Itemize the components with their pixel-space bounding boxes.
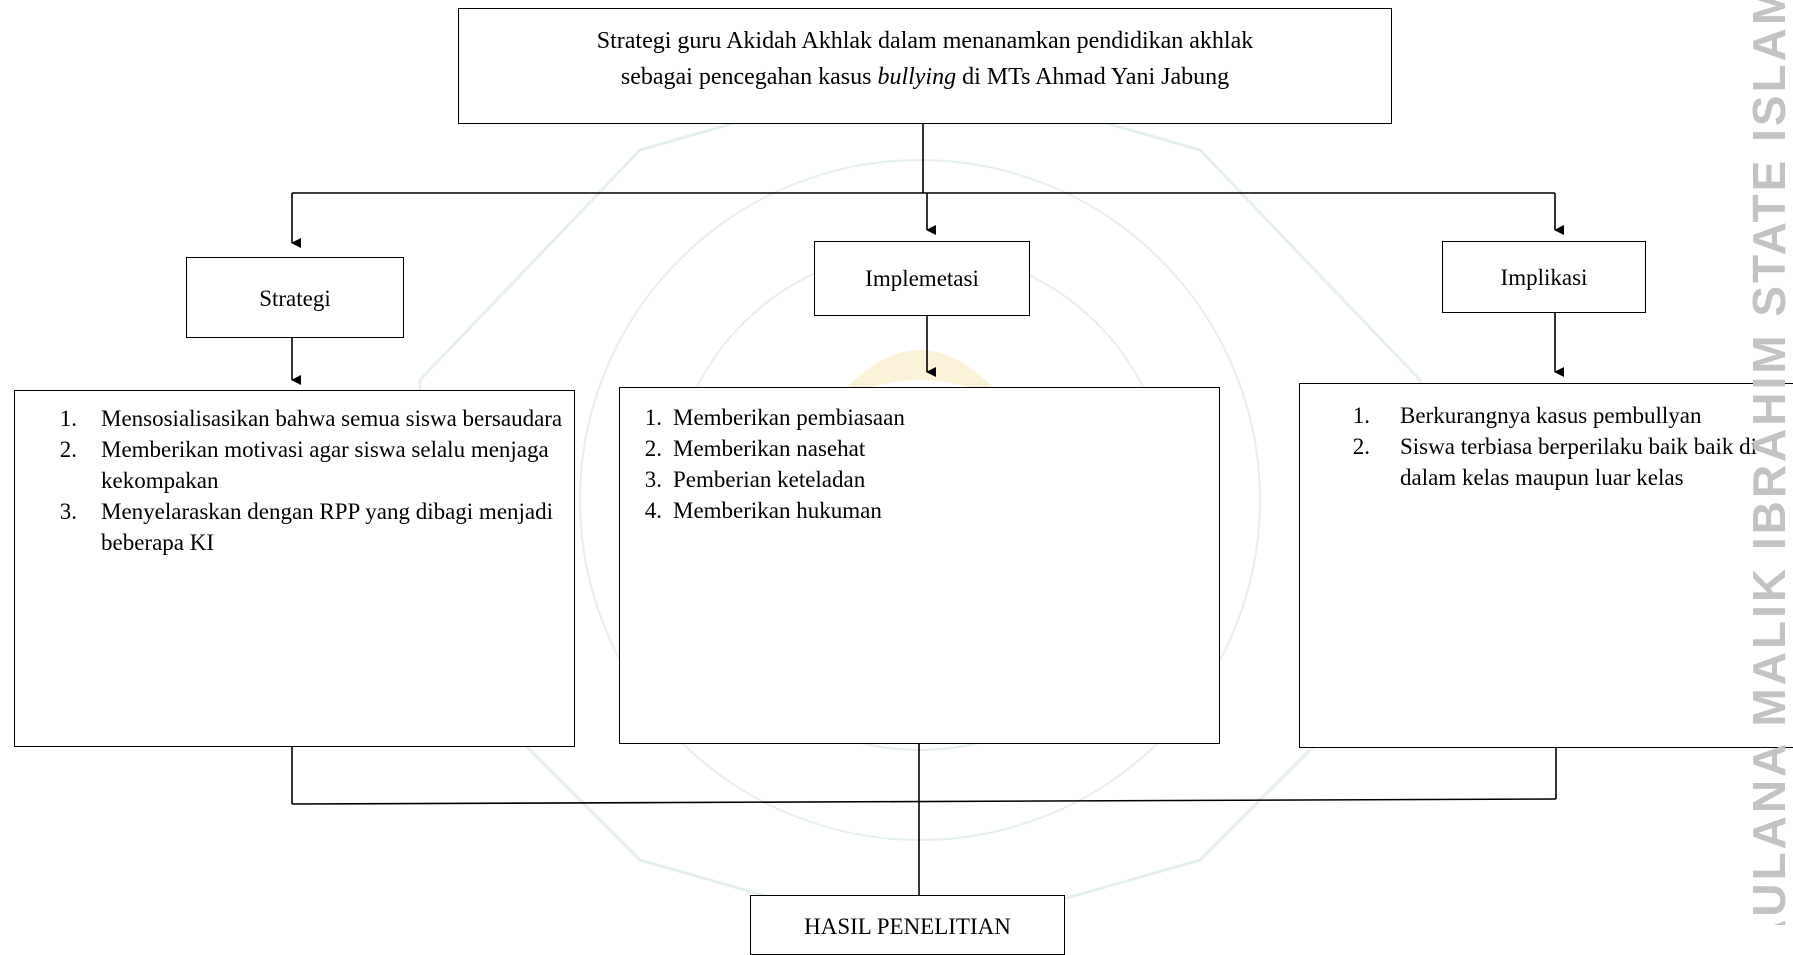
item-text: Siswa terbiasa berperilaku baik baik di … [1400,434,1758,490]
item-text: Memberikan pembiasaan [673,405,905,430]
implemetasi-list: 1. Memberikan pembiasaan 2. Memberikan nas… [620,402,1219,526]
list-item: 1. Berkurangnya kasus pembullyan [1330,400,1793,431]
strategi-list-box: 1. Mensosialisasikan bahwa semua siswa be… [14,390,575,747]
implemetasi-box: Implemetasi [814,241,1030,316]
main-title-box: Strategi guru Akidah Akhlak dalam menana… [458,8,1392,124]
list-item: 2. Memberikan nasehat [620,433,1219,464]
item-text: Mensosialisasikan bahwa semua siswa bers… [101,406,563,431]
implikasi-list-box: 1. Berkurangnya kasus pembullyan 2. Siswa … [1299,383,1793,748]
item-text: Memberikan hukuman [673,498,882,523]
side-watermark-text: MAULANA MALIK IBRAHIM STATE ISLAMIC [1744,0,1793,925]
hasil-penelitian-label: HASIL PENELITIAN [804,914,1011,939]
list-item: 4. Memberikan hukuman [620,495,1219,526]
side-watermark-label: MAULANA MALIK IBRAHIM STATE ISLAMIC [1744,0,1793,925]
item-number: 4. [644,498,662,523]
bottom-bus-line [291,798,1557,805]
connector-lines [291,124,1564,895]
implikasi-box: Implikasi [1442,241,1646,313]
item-number: 3. [59,499,77,524]
strategi-list: 1. Mensosialisasikan bahwa semua siswa be… [37,403,574,558]
item-number: 2. [59,437,77,462]
item-number: 2. [1352,434,1370,459]
item-text: Memberikan nasehat [673,436,866,461]
implemetasi-label: Implemetasi [865,266,979,291]
item-text: Pemberian keteladan [673,467,866,492]
item-text: Berkurangnya kasus pembullyan [1400,403,1702,428]
item-number: 1. [644,405,662,430]
item-text: Memberikan motivasi agar siswa selalu me… [101,437,549,493]
title-line-2-end: di MTs Ahmad Yani Jabung [956,64,1230,90]
implemetasi-list-box: 1. Memberikan pembiasaan 2. Memberikan nas… [619,387,1220,744]
item-number: 3. [644,467,662,492]
title-line-2-start: sebagai pencegahan kasus [620,64,878,90]
implikasi-label: Implikasi [1500,265,1588,290]
list-item: 3. Pemberian keteladan [620,464,1219,495]
item-number: 2. [644,436,662,461]
title-line-1: Strategi guru Akidah Akhlak dalam menana… [596,28,1254,54]
strategi-box: Strategi [186,257,404,338]
title-line-2: sebagai pencegahan kasus bullying di MTs… [459,59,1391,95]
list-item: 3. Menyelaraskan dengan RPP yang dibagi m… [37,496,574,558]
hasil-penelitian-box: HASIL PENELITIAN [750,895,1065,955]
list-item: 1. Mensosialisasikan bahwa semua siswa be… [37,403,574,434]
list-item: 1. Memberikan pembiasaan [620,402,1219,433]
item-text: Menyelaraskan dengan RPP yang dibagi men… [101,499,554,555]
title-line-2-emphasis: bullying [877,64,957,90]
list-item: 2. Siswa terbiasa berperilaku baik baik d… [1330,431,1793,493]
list-item: 2. Memberikan motivasi agar siswa selalu … [37,434,574,496]
strategi-label: Strategi [259,286,331,311]
implikasi-list: 1. Berkurangnya kasus pembullyan 2. Siswa … [1330,400,1793,493]
item-number: 1. [59,406,77,431]
item-number: 1. [1352,403,1370,428]
